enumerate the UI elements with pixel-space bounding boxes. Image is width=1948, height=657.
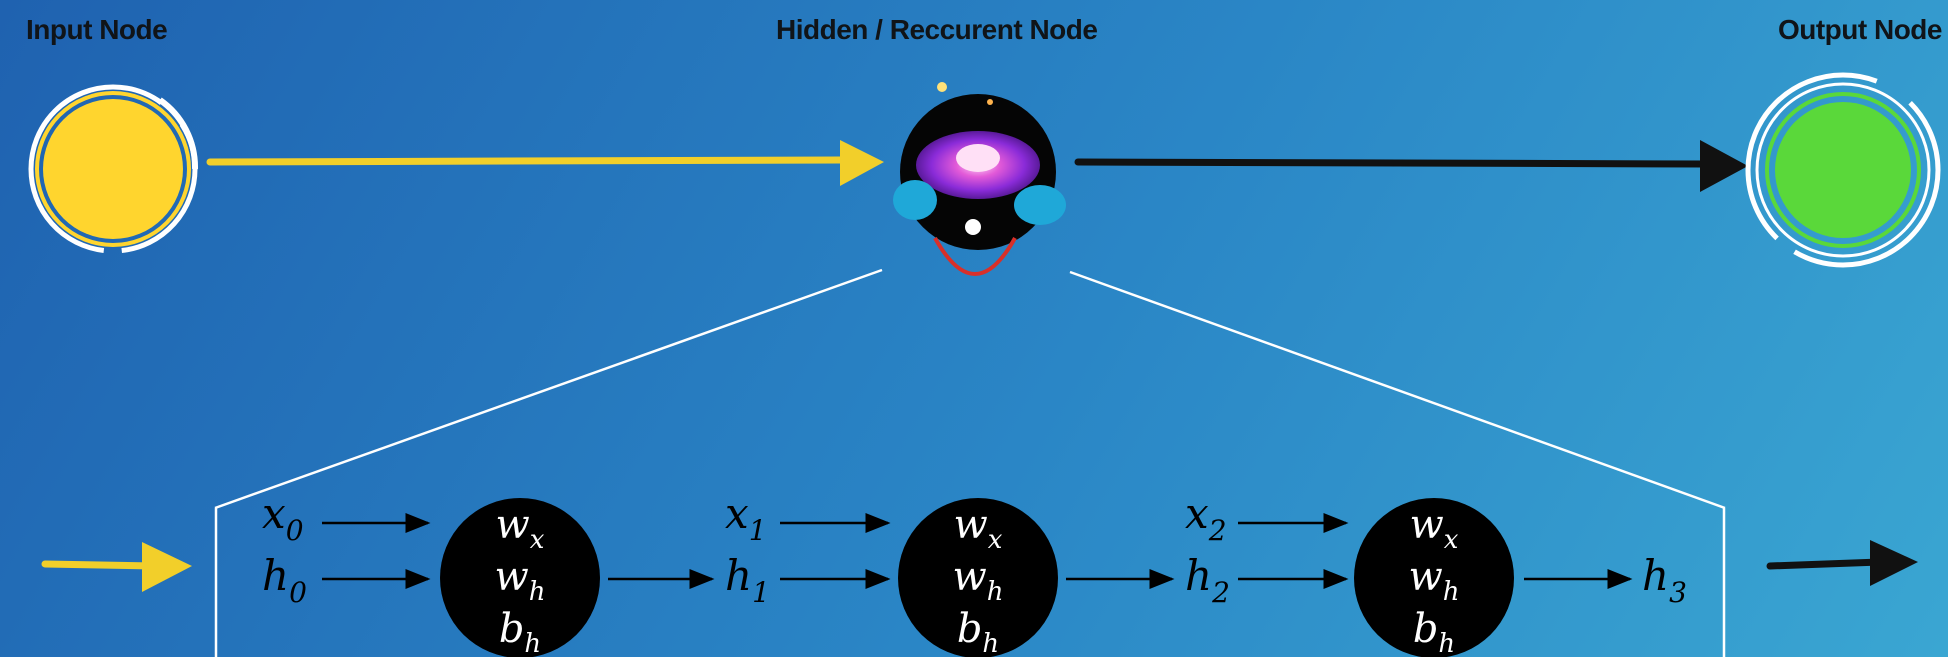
hidden-node	[893, 82, 1066, 276]
input-node	[28, 84, 199, 254]
hidden-node-title: Hidden / Reccurent Node	[776, 14, 1098, 45]
rnn-cell-1	[898, 498, 1058, 657]
unrolled-step-1: x1 h1 wx wh bh	[725, 489, 1175, 657]
rnn-cell-0	[440, 498, 600, 657]
cell-1-bh: bh	[957, 606, 999, 657]
output-node	[1745, 72, 1941, 268]
hidden-h3-label: h3	[1642, 551, 1687, 609]
hidden-h2-label: h2	[1185, 551, 1230, 609]
hidden-h0-label: h0	[262, 551, 307, 609]
hidden-to-output-arrow	[1074, 140, 1748, 192]
input-x2-label: x2	[1185, 489, 1227, 547]
input-x0-label: x0	[262, 489, 304, 547]
cell-0-bh: bh	[499, 606, 541, 657]
cell-2-bh: bh	[1413, 606, 1455, 657]
cell-0-wx: wx	[496, 502, 545, 555]
hidden-h1-label: h1	[725, 551, 770, 609]
unrolled-step-0: x0 h0 wx wh bh	[262, 489, 715, 657]
unrolled-step-2: x2 h2 wx wh bh h3	[1185, 489, 1687, 657]
unrolled-input-arrow	[41, 542, 192, 592]
output-node-title: Output Node	[1777, 14, 1943, 45]
input-x1-label: x1	[725, 489, 767, 547]
cell-1-wx: wx	[954, 502, 1003, 555]
zoom-frame	[214, 268, 1726, 657]
cell-1-wh: wh	[953, 554, 1004, 607]
input-to-hidden-arrow	[206, 140, 884, 186]
unrolled-output-arrow	[1766, 540, 1918, 586]
input-node-title: Input Node	[26, 14, 168, 45]
cell-2-wh: wh	[1409, 554, 1460, 607]
cell-2-wx: wx	[1410, 502, 1459, 555]
cell-0-wh: wh	[495, 554, 546, 607]
rnn-cell-2	[1354, 498, 1514, 657]
